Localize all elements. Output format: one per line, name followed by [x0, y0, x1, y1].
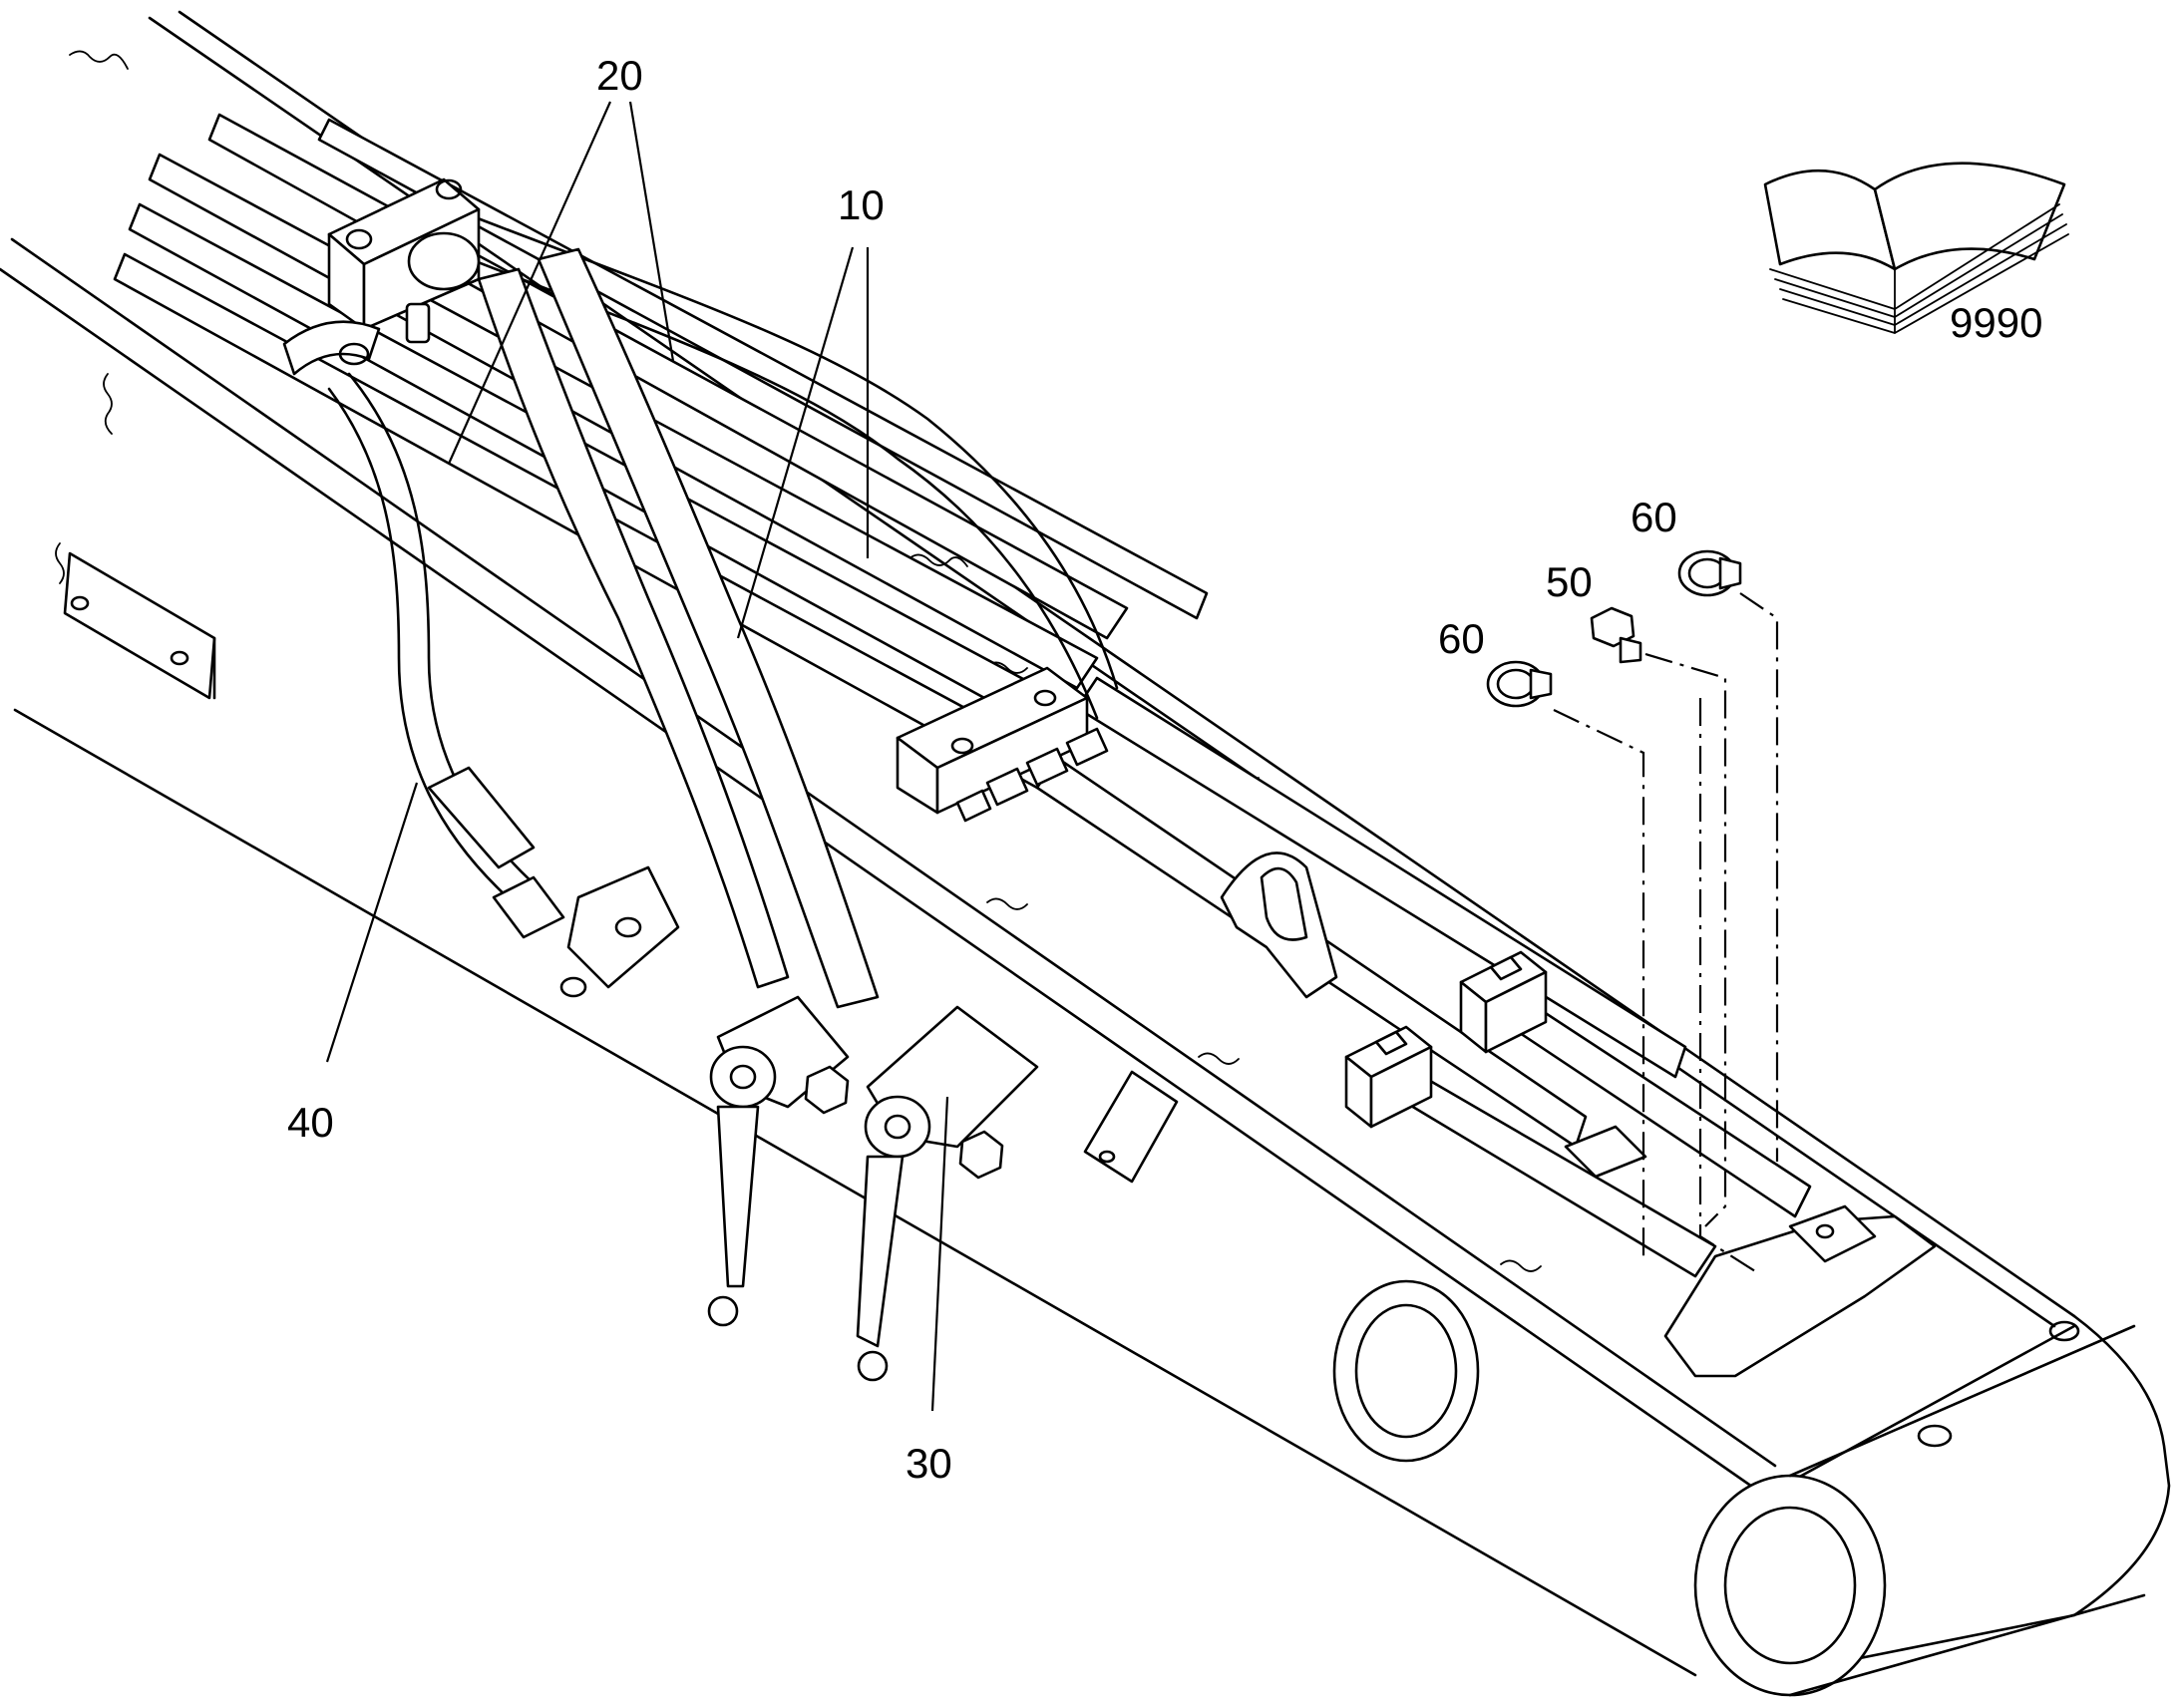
callout-labels: 20 10 9990 60 50 60 40 30 [287, 52, 2042, 1487]
callout-30: 30 [906, 1440, 952, 1487]
clevis-bracket [1220, 852, 1338, 999]
assembly-lines [1553, 592, 1779, 1272]
callout-10: 10 [838, 181, 885, 228]
callout-60-lower: 60 [1438, 615, 1485, 662]
callout-9990: 9990 [1950, 299, 2042, 346]
hose-40-fitting [492, 865, 680, 998]
hose-band-clamp [282, 302, 431, 376]
boom-side-pin-hole [1332, 1279, 1480, 1463]
top-clamp [327, 177, 481, 331]
leader-lines [325, 101, 949, 1412]
plug-60-lower [1486, 660, 1553, 708]
hose-20 [417, 197, 1119, 1009]
callout-60-upper: 60 [1631, 494, 1677, 540]
open-book-icon [1763, 162, 2069, 334]
mounting-plate-left [63, 551, 216, 700]
rear-clamp-upper [1459, 950, 1548, 1054]
center-manifold-block [896, 666, 1109, 823]
callout-40: 40 [287, 1099, 334, 1146]
callout-20: 20 [596, 52, 643, 99]
mounting-plate-right [1083, 1070, 1179, 1184]
ball-valve-right [856, 1005, 1039, 1382]
hose-40 [327, 372, 545, 909]
rear-clamp-lower [1344, 1025, 1433, 1129]
fitting-50 [1590, 606, 1642, 664]
plug-60-upper [1677, 549, 1742, 597]
ball-valve-left [707, 995, 850, 1327]
callout-50: 50 [1546, 558, 1593, 605]
